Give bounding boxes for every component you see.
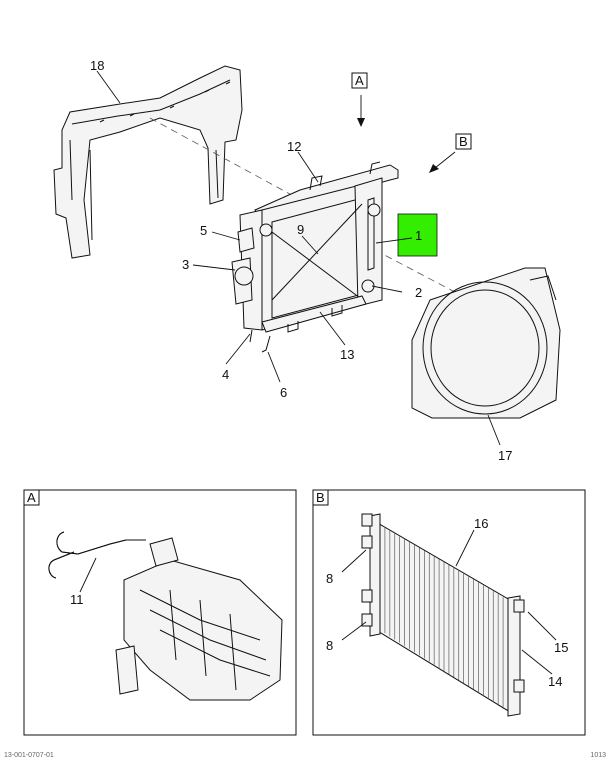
view-a-arrow	[351, 72, 368, 127]
alignment-line-18	[149, 117, 311, 206]
callout-4: 4	[222, 367, 229, 382]
callout-5: 5	[200, 223, 207, 238]
callout-16: 16	[474, 516, 488, 531]
callout-18: 18	[90, 58, 104, 73]
callout-8-upper: 8	[326, 571, 333, 586]
highlight-callout-1	[397, 213, 438, 257]
callout-12: 12	[287, 139, 301, 154]
callout-15: 15	[554, 640, 568, 655]
callout-8-lower: 8	[326, 638, 333, 653]
footer-drawing-number: 13-001-0707-01	[4, 752, 54, 759]
detail-a-tag: A	[27, 490, 36, 505]
callout-6: 6	[280, 385, 287, 400]
detail-b-tag: B	[316, 490, 325, 505]
part-18-seal	[53, 65, 243, 259]
callout-3: 3	[182, 257, 189, 272]
detail-b-panel	[312, 489, 586, 736]
callout-17: 17	[498, 448, 512, 463]
condenser-fins	[379, 524, 509, 712]
view-flag-b: B	[459, 134, 468, 149]
view-b-arrow	[429, 133, 472, 173]
callout-14: 14	[548, 674, 562, 689]
callout-1: 1	[415, 228, 422, 243]
footer-page-code: 1013	[590, 752, 606, 759]
leader-lines-upper	[96, 70, 501, 446]
part-17-fan-shroud	[411, 267, 561, 419]
callout-9: 9	[297, 222, 304, 237]
callout-11: 11	[70, 592, 84, 607]
callout-13: 13	[340, 347, 354, 362]
view-flag-a: A	[355, 73, 364, 88]
cooling-module-assembly	[231, 177, 383, 353]
callout-2: 2	[415, 285, 422, 300]
detail-a-panel	[23, 489, 297, 736]
